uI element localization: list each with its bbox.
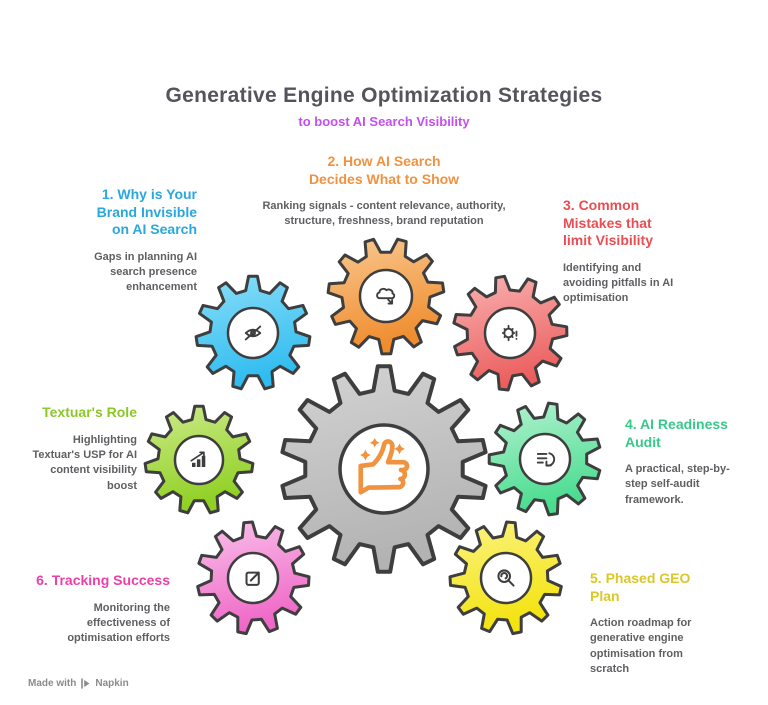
desc-textuars-role: Highlighting Textuar's USP for AI conten… — [32, 433, 138, 492]
desc-common-mistakes: Identifying and avoiding pitfalls in AI … — [563, 261, 674, 305]
heading-textuars-role: Textuar's Role — [42, 404, 137, 420]
gear-tracking-success — [196, 520, 311, 636]
heading-common-mistakes: 3. Common Mistakes that limit Visibility — [563, 197, 653, 248]
desc-phased-geo-plan: Action roadmap for generative engine opt… — [590, 617, 692, 676]
tracking-box-icon — [245, 571, 260, 586]
heading-ai-readiness-audit: 4. AI Readiness Audit — [625, 416, 728, 450]
desc-brand-invisible: Gaps in planning AI search presence enha… — [94, 250, 197, 294]
label-common-mistakes: 3. Common Mistakes that limit Visibility… — [563, 197, 728, 307]
footer-prefix: Made with — [28, 678, 77, 689]
center-gear — [280, 364, 488, 574]
gear-warning-icon — [501, 324, 518, 342]
page-subtitle: to boost AI Search Visibility — [298, 114, 470, 129]
decision-cloud-icon — [376, 287, 396, 305]
growth-chart-icon — [190, 451, 206, 467]
heading-tracking-success: 6. Tracking Success — [36, 572, 170, 588]
heading-brand-invisible: 1. Why is Your Brand Invisible on AI Sea… — [96, 186, 197, 237]
page-title: Generative Engine Optimization Strategie… — [165, 84, 603, 107]
heading-phased-geo-plan: 5. Phased GEO Plan — [590, 570, 691, 604]
desc-tracking-success: Monitoring the effectiveness of optimisa… — [67, 601, 170, 645]
desc-ai-search-decides: Ranking signals - content relevance, aut… — [262, 200, 506, 228]
label-brand-invisible: 1. Why is Your Brand Invisible on AI Sea… — [37, 186, 197, 296]
footer-credit: Made with Napkin — [28, 678, 129, 689]
audit-checklist-icon — [536, 452, 556, 467]
gear-phased-geo-plan — [448, 520, 563, 636]
label-tracking-success: 6. Tracking Success Monitoring the effec… — [14, 572, 170, 647]
gear-ai-search-decides — [326, 237, 446, 356]
heading-ai-search-decides: 2. How AI Search Decides What to Show — [308, 153, 460, 187]
thumbs-up-sparkles-icon — [358, 438, 410, 495]
label-textuars-role: Textuar's Role Highlighting Textuar's US… — [6, 404, 138, 494]
gear-common-mistakes — [452, 274, 569, 392]
gear-ai-readiness-audit — [487, 401, 602, 517]
label-ai-search-decides: 2. How AI Search Decides What to Show Ra… — [234, 153, 534, 230]
label-ai-readiness-audit: 4. AI Readiness Audit A practical, step-… — [625, 416, 765, 508]
footer-brand: Napkin — [95, 678, 129, 689]
gear-brand-invisible — [194, 274, 312, 391]
label-phased-geo-plan: 5. Phased GEO Plan Action roadmap for ge… — [590, 570, 755, 678]
desc-ai-readiness-audit: A practical, step-by- step self-audit fr… — [625, 463, 730, 506]
magnifier-icon — [497, 569, 515, 587]
eye-invisible-icon — [244, 325, 262, 341]
napkin-logo-icon — [80, 678, 91, 689]
gear-textuars-role — [143, 404, 255, 515]
